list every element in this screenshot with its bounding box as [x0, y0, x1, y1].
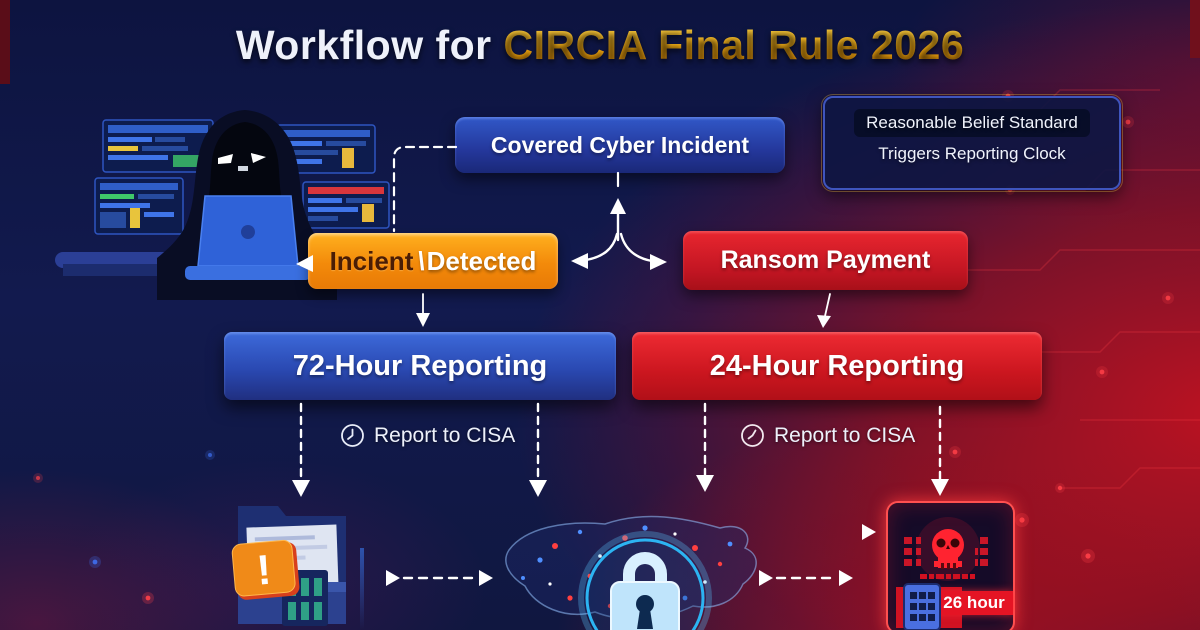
- incident-detected-box: Incient \ Detected: [308, 233, 558, 289]
- title-prefix: Workflow for: [235, 22, 504, 68]
- report-cisa-left-label: Report to CISA: [374, 423, 516, 447]
- ransom-timer-badge: 26 hour: [935, 591, 1013, 615]
- monitor-icon: [102, 119, 214, 173]
- belief-standard-line1: Reasonable Belief Standard: [854, 109, 1090, 137]
- monitor-icon: [302, 181, 390, 229]
- exclamation-icon: !: [231, 539, 300, 600]
- map-glow-dots: [521, 525, 733, 609]
- skull-icon: [932, 529, 964, 569]
- covered-cyber-incident-box: Covered Cyber Incident: [455, 117, 785, 173]
- ransom-payment-box: Ransom Payment: [683, 231, 968, 290]
- exclamation-mark: !: [255, 546, 273, 594]
- incident-detected-separator: \: [417, 245, 425, 276]
- connector-branch-left: [584, 232, 619, 262]
- blue-glitch-streak: [360, 548, 364, 630]
- reporting-24-box: 24-Hour Reporting: [632, 332, 1042, 400]
- right-edge-accent: [1190, 0, 1200, 58]
- connector-branch-right: [619, 232, 654, 263]
- building-icon-small: [903, 583, 941, 630]
- reporting-24-label: 24-Hour Reporting: [709, 349, 965, 382]
- belief-standard-box: Reasonable Belief Standard Triggers Repo…: [821, 94, 1123, 192]
- incident-detected-label-light: Detected: [426, 245, 537, 276]
- page-title: Workflow for CIRCIA Final Rule 2026: [0, 22, 1200, 69]
- clock-icon: [741, 424, 764, 447]
- left-edge-accent: [0, 0, 10, 84]
- reporting-72-box: 72-Hour Reporting: [224, 332, 616, 400]
- garbled-text: [920, 574, 975, 579]
- laptop-icon: [185, 195, 311, 280]
- ransom-timer-label: 26 hour: [943, 593, 1005, 612]
- us-map-illustration: [505, 515, 757, 630]
- monitor-icon: [94, 177, 184, 235]
- hacker-illustration: [55, 110, 390, 300]
- clock-icon: [341, 424, 364, 447]
- reporting-72-label: 72-Hour Reporting: [292, 349, 548, 382]
- report-cisa-right-label: Report to CISA: [774, 423, 916, 447]
- covered-cyber-incident-label: Covered Cyber Incident: [490, 131, 750, 158]
- belief-standard-line2: Triggers Reporting Clock: [878, 144, 1066, 163]
- folder-illustration: !: [231, 506, 346, 626]
- report-cisa-right: Report to CISA: [740, 423, 915, 448]
- report-cisa-left: Report to CISA: [340, 423, 515, 448]
- monitor-icon: [276, 124, 376, 174]
- padlock-icon: [610, 552, 680, 630]
- connector-ransom-to-24: [824, 293, 831, 317]
- ransom-payment-label: Ransom Payment: [720, 246, 931, 274]
- incident-detected-label-dark: Incient: [329, 245, 414, 276]
- title-highlight: CIRCIA Final Rule 2026: [503, 22, 965, 68]
- code-blocks: [904, 537, 988, 566]
